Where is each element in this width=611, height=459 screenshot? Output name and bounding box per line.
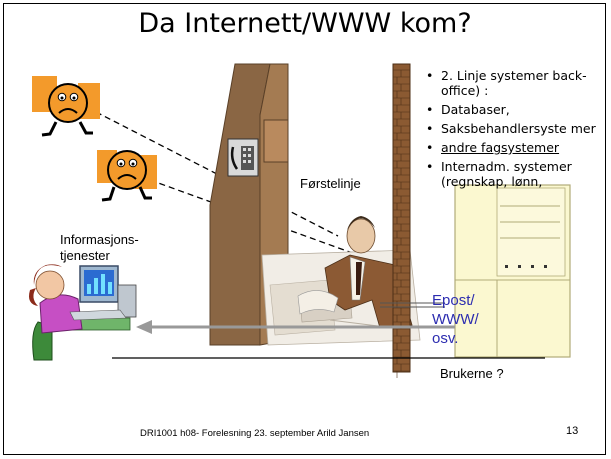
bullet-item-4: andre fagsystemer [423, 140, 603, 155]
overlay-osv: osv. [432, 330, 459, 347]
businessman-icon [297, 216, 413, 329]
gray-arrow [136, 320, 455, 334]
bullet-item-3: Saksbehandlersyste mer [423, 121, 603, 136]
slide-title: Da Internett/WWW kom? [138, 8, 472, 39]
footer-text: DRI1001 h08- Forelesning 23. september A… [140, 428, 370, 439]
label-informasjonstjenester: Informasjons- tjenester [60, 232, 139, 263]
label-forstelinje: Førstelinje [300, 176, 361, 191]
brick-wall [392, 63, 411, 378]
slide-frame [3, 3, 606, 455]
frowning-face-icon-2 [97, 150, 157, 202]
bullet-item-2: Databaser, [423, 102, 603, 117]
bullet-item-1: 2. Linje systemer back-office) : [423, 68, 603, 98]
woman-at-computer-icon [29, 264, 137, 361]
overlay-www: WWW/ [432, 311, 479, 328]
server-cabinet [454, 184, 571, 358]
overlay-epost: Epost/ [432, 292, 475, 309]
frowning-face-icon-1 [32, 76, 100, 137]
page-number: 13 [566, 425, 579, 437]
bullet-item-5: Internadm. systemer (regnskap, lønn, [423, 159, 603, 189]
bullet-list: 2. Linje systemer back-office) : Databas… [423, 68, 603, 193]
label-brukerne: Brukerne ? [440, 366, 504, 381]
telephone-icon [227, 138, 259, 177]
